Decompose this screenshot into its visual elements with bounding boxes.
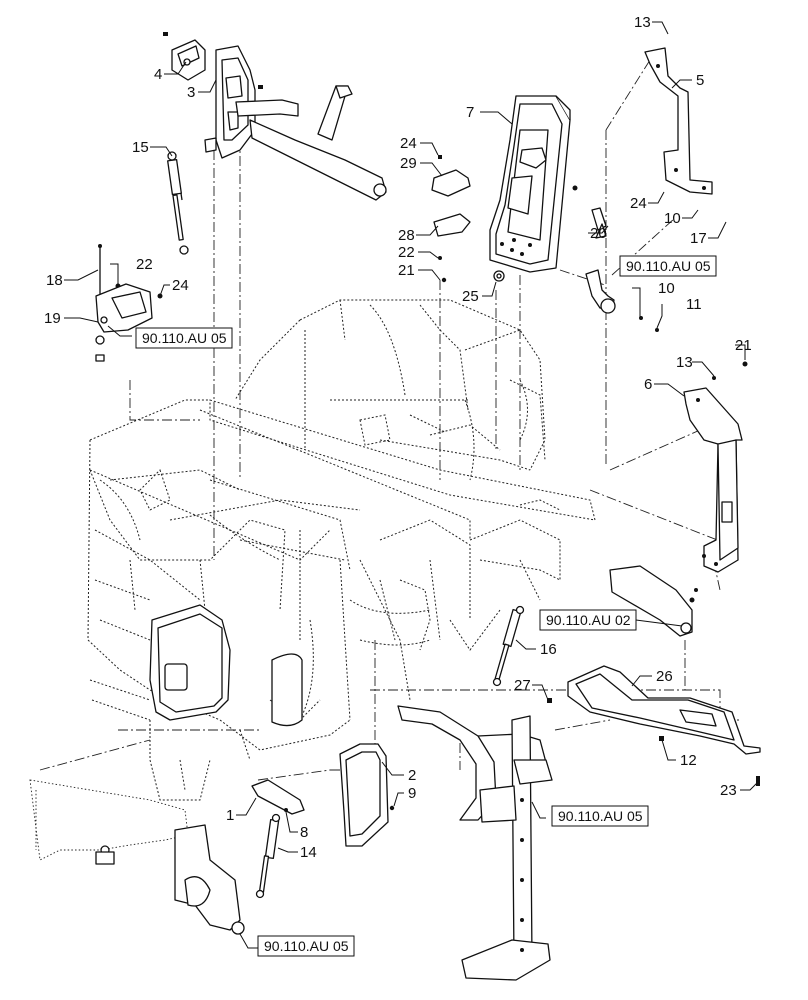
reference-label: 90.110.AU 05 — [264, 938, 349, 954]
callout-26: 26 — [656, 668, 673, 685]
callout-5: 5 — [696, 72, 704, 89]
callout-12: 12 — [680, 752, 697, 769]
callout-22: 22 — [136, 256, 153, 273]
reference-box: 90.110.AU 05 — [551, 805, 649, 827]
lower-left-structure — [95, 824, 245, 935]
part-14-gas-strut — [255, 813, 281, 899]
reference-label: 90.110.AU 02 — [546, 612, 631, 628]
callout-8: 8 — [300, 824, 308, 841]
housing-cover — [149, 604, 303, 727]
reference-box: 90.110.AU 05 — [257, 935, 355, 957]
callout-14: 14 — [300, 844, 317, 861]
callout-4: 4 — [154, 66, 162, 83]
callout-20: 20 — [590, 225, 607, 242]
part-6-bracket — [683, 387, 743, 573]
leader-lines — [64, 21, 759, 949]
callout-18: 18 — [46, 272, 63, 289]
reference-box: 90.110.AU 05 — [135, 327, 233, 349]
callout-29: 29 — [400, 155, 417, 172]
part-26-step — [547, 665, 761, 786]
part-3-frame-mount — [204, 45, 387, 201]
callout-11: 11 — [686, 296, 702, 313]
callout-28: 28 — [398, 227, 415, 244]
reference-label: 90.110.AU 05 — [626, 258, 711, 274]
callout-25: 25 — [462, 288, 479, 305]
callout-15: 15 — [132, 139, 149, 156]
part-1-bracket — [251, 779, 305, 815]
callout-6: 6 — [644, 376, 652, 393]
callout-24: 24 — [630, 195, 647, 212]
callout-2: 2 — [408, 767, 416, 784]
callout-3: 3 — [187, 84, 195, 101]
machine-frame-phantom — [29, 299, 596, 861]
callout-21: 21 — [735, 337, 752, 354]
alignment-lines — [39, 59, 740, 790]
reference-label: 90.110.AU 05 — [558, 808, 643, 824]
fittings-center — [431, 155, 607, 283]
callout-16: 16 — [540, 641, 557, 658]
callout-10: 10 — [658, 280, 675, 297]
reference-box: 90.110.AU 05 — [619, 255, 717, 277]
part-2-plate — [339, 743, 395, 847]
tubular-bar-assembly — [397, 705, 553, 981]
callout-13: 13 — [634, 14, 651, 31]
callout-24: 24 — [172, 277, 189, 294]
reference-boxes: 90.110.AU 05 90.110.AU 05 90.110.AU 02 9… — [135, 255, 717, 957]
callout-17: 17 — [690, 230, 707, 247]
reference-box: 90.110.AU 02 — [539, 609, 637, 631]
reference-label: 90.110.AU 05 — [142, 330, 227, 346]
callout-7: 7 — [466, 104, 474, 121]
callout-9: 9 — [408, 785, 416, 802]
left-bracket-assembly — [95, 244, 163, 362]
callout-13: 13 — [676, 354, 693, 371]
part-4-bracket — [163, 32, 206, 81]
part-16-gas-strut — [492, 605, 525, 687]
callout-19: 19 — [44, 310, 61, 327]
callout-numbers: 13 4 3 5 7 15 24 29 24 10 17 28 20 22 21… — [44, 14, 752, 861]
callout-24: 24 — [400, 135, 417, 152]
callout-10: 10 — [664, 210, 681, 227]
part-15-gas-strut — [167, 151, 189, 255]
callout-21: 21 — [398, 262, 415, 279]
callout-22: 22 — [398, 244, 415, 261]
arm-assembly — [609, 565, 698, 637]
part-7-plate — [489, 95, 578, 273]
part-5-bracket — [644, 47, 713, 195]
callout-27: 27 — [514, 677, 531, 694]
callout-23: 23 — [720, 782, 737, 799]
callout-1: 1 — [226, 807, 234, 824]
